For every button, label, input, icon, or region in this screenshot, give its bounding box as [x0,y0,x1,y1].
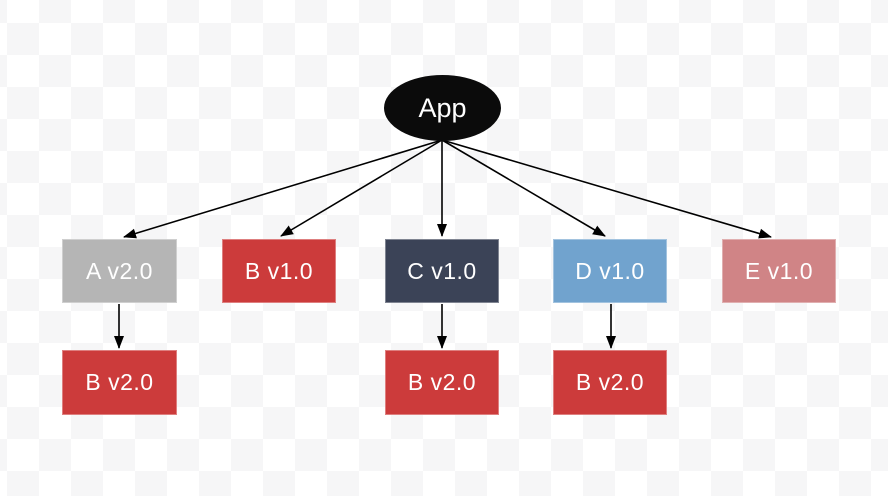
node-b-v2.0-under-a[interactable]: B v2.0 [62,350,177,415]
edge-app-to-e [441,139,772,239]
node-e-v1.0[interactable]: E v1.0 [722,239,836,303]
node-label: A v2.0 [86,257,153,284]
edge-app-to-d [441,139,606,237]
edge-app-to-b1 [280,139,443,237]
node-app-label: App [418,92,467,123]
node-label: B v1.0 [244,257,314,284]
node-label: D v1.0 [575,257,645,284]
node-b-v2.0-under-c[interactable]: B v2.0 [385,350,499,415]
node-a-v2.0[interactable]: A v2.0 [62,239,177,303]
node-d-v1.0[interactable]: D v1.0 [553,239,667,303]
node-label: B v2.0 [575,369,645,395]
node-b-v1.0[interactable]: B v1.0 [222,239,336,303]
node-label: B v2.0 [407,369,477,395]
node-label: C v1.0 [407,257,477,284]
node-app[interactable]: App [384,75,501,141]
node-label: B v2.0 [85,369,154,395]
edge-app-to-a [123,139,443,239]
node-b-v2.0-under-d[interactable]: B v2.0 [553,350,667,415]
node-label: E v1.0 [744,257,814,284]
node-c-v1.0[interactable]: C v1.0 [385,239,499,303]
